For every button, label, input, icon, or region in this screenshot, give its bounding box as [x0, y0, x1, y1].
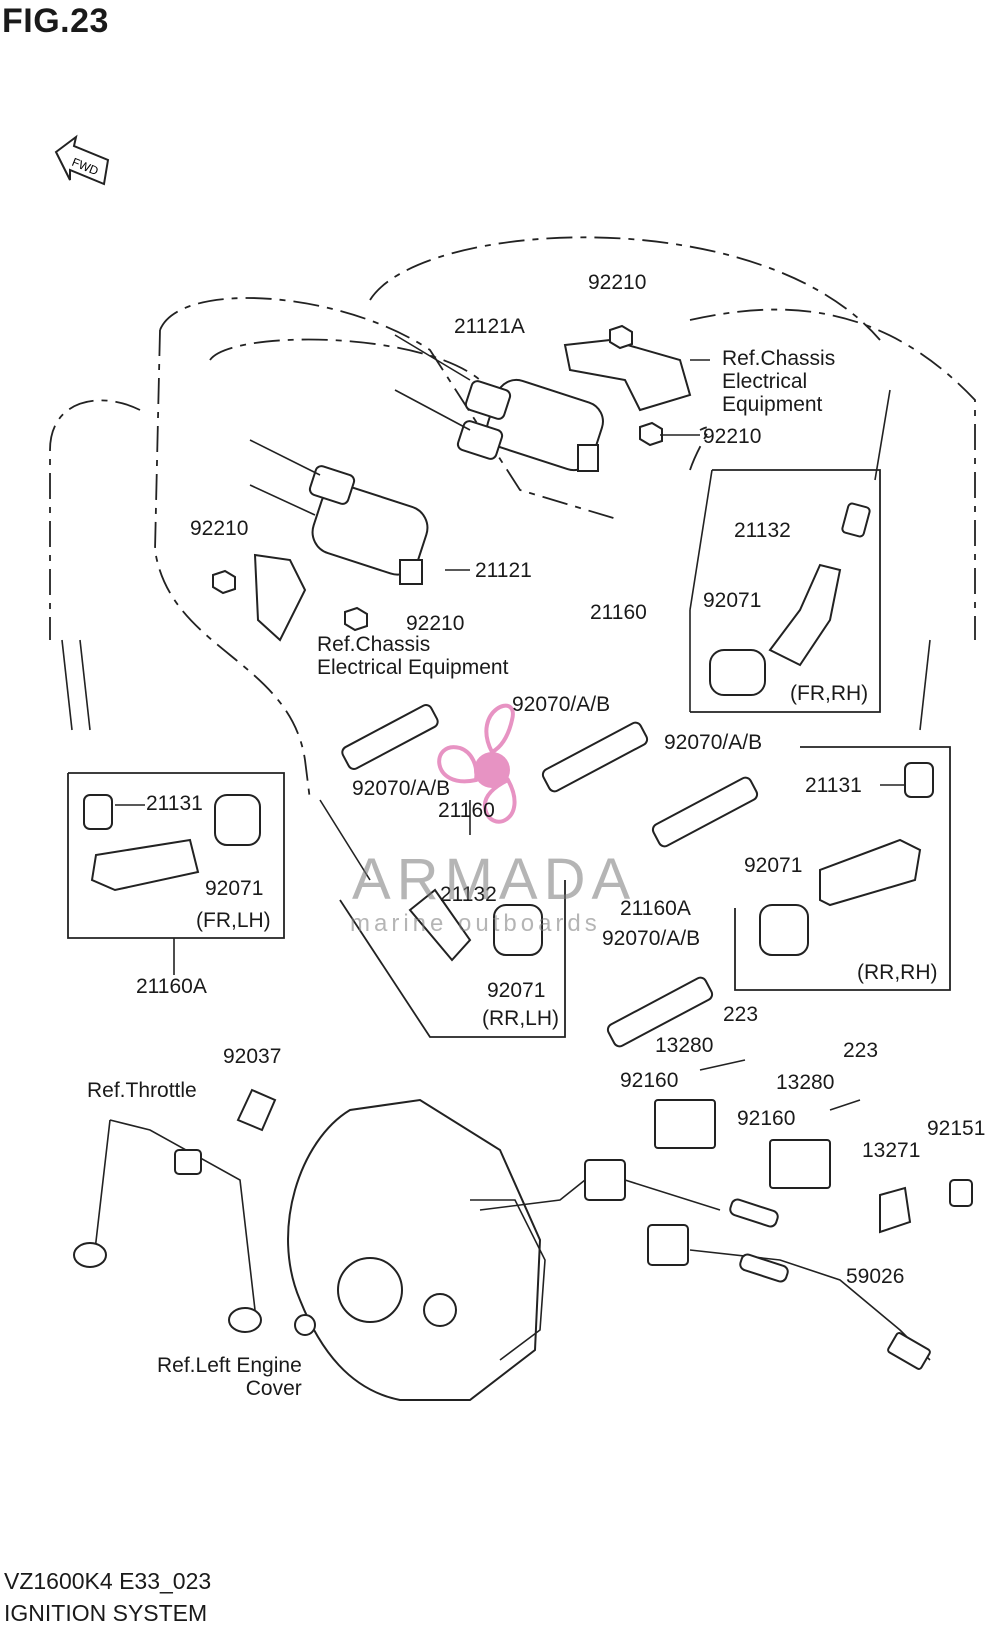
- label-92151: 92151: [927, 1117, 986, 1140]
- label-92070-d: 92070/A/B: [602, 927, 701, 950]
- label-92160-a: 92160: [620, 1069, 679, 1092]
- label-223-b: 223: [843, 1039, 879, 1062]
- label-92070-a: 92070/A/B: [512, 693, 611, 716]
- label-13271: 13271: [862, 1139, 921, 1162]
- label-rr-lh: (RR,LH): [482, 1007, 559, 1030]
- ref-left-engine-cover: Ref.Left Engine Cover: [157, 1354, 302, 1400]
- label-21131-rh: 21131: [805, 774, 862, 797]
- label-92210-lh: 92210: [190, 517, 249, 540]
- label-92071-lh: 92071: [205, 877, 264, 900]
- label-223-a: 223: [723, 1003, 759, 1026]
- ref-chassis-electrical-rh: Ref.Chassis Electrical Equipment: [722, 347, 836, 416]
- label-92071-rr-lh: 92071: [487, 979, 546, 1002]
- label-59026: 59026: [846, 1265, 905, 1288]
- label-21160-fr: 21160: [590, 601, 647, 624]
- spark-plug: [341, 704, 759, 1048]
- label-92070-b: 92070/A/B: [664, 731, 763, 754]
- label-92070-c: 92070/A/B: [352, 777, 451, 800]
- label-21131-lh: 21131: [146, 792, 203, 815]
- label-21132-rr: 21132: [440, 883, 497, 906]
- ref-chassis-electrical-lh: Ref.Chassis Electrical Equipment: [317, 633, 509, 679]
- label-21160-mid: 21160: [438, 799, 495, 822]
- footer-model-code: VZ1600K4 E33_023: [4, 1568, 212, 1594]
- label-21132-fr: 21132: [734, 519, 791, 542]
- watermark-brand: ARMADA: [352, 847, 637, 912]
- label-fr-lh: (FR,LH): [196, 909, 271, 932]
- label-21121A: 21121A: [454, 315, 525, 338]
- label-92210-lower: 92210: [406, 612, 465, 635]
- label-92210-rh: 92210: [703, 425, 762, 448]
- ignition-coil: [394, 334, 692, 472]
- label-13280-b: 13280: [776, 1071, 835, 1094]
- fwd-arrow-icon: FWD: [54, 134, 110, 186]
- figure-title: FIG.23: [2, 2, 109, 40]
- pickup-coil: [584, 1099, 973, 1266]
- label-21121: 21121: [475, 559, 532, 582]
- wiring-harness: [479, 1059, 931, 1370]
- ref-throttle: Ref.Throttle: [87, 1079, 197, 1102]
- label-92071-fr: 92071: [703, 589, 762, 612]
- label-92037: 92037: [223, 1045, 282, 1068]
- plug-cap: [83, 502, 934, 962]
- label-fr-rh: (FR,RH): [790, 682, 869, 705]
- watermark-tagline: marine outboards: [350, 910, 601, 937]
- label-21160A-lh: 21160A: [136, 975, 207, 998]
- label-92071-rh: 92071: [744, 854, 803, 877]
- label-13280-a: 13280: [655, 1034, 714, 1057]
- label-21160A-rr: 21160A: [620, 897, 691, 920]
- label-92210-top: 92210: [588, 271, 647, 294]
- footer-system-name: IGNITION SYSTEM: [4, 1600, 208, 1626]
- ignition-coil: [249, 439, 429, 642]
- nut-92210: [212, 324, 663, 632]
- label-92160-b: 92160: [737, 1107, 796, 1130]
- throttle-cable: [73, 1088, 277, 1333]
- label-rr-rh: (RR,RH): [857, 961, 938, 984]
- watermark-logo: [437, 703, 517, 824]
- engine-cover: [287, 1098, 546, 1401]
